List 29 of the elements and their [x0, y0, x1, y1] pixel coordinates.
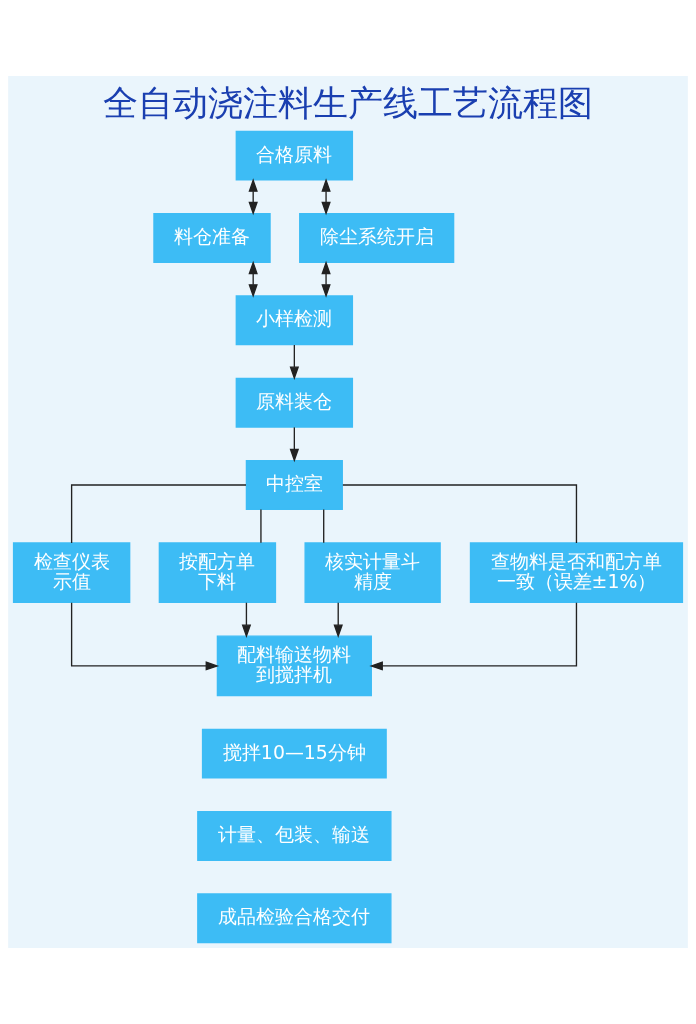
node-box: 搅拌10—15分钟: [201, 728, 387, 779]
diagram-title: 全自动浇注料生产线工艺流程图: [103, 81, 593, 123]
arrow: [248, 260, 258, 298]
node-box: 小样检测: [235, 295, 354, 346]
arrow: [289, 344, 300, 380]
arrow: [369, 602, 578, 671]
connector: [260, 508, 262, 544]
node-box: 除尘系统开启: [299, 213, 455, 263]
node-box: 核实计量斗精度: [304, 542, 441, 604]
arrow: [333, 602, 343, 638]
node-box: 配料输送物料到搅拌机: [216, 635, 372, 697]
node-box: 合格原料: [235, 130, 354, 181]
arrow: [321, 178, 331, 216]
connector: [70, 484, 247, 544]
arrow: [248, 178, 258, 216]
arrow: [70, 602, 220, 671]
arrow: [289, 426, 300, 463]
arrow: [321, 260, 331, 298]
node-box: 按配方单下料: [158, 542, 277, 604]
node-box: 中控室: [245, 460, 343, 510]
node-box: 成品检验合格交付: [197, 893, 392, 944]
node-box: 计量、包装、输送: [197, 811, 392, 861]
arrow: [241, 602, 252, 638]
node-box: 检查仪表示值: [12, 542, 131, 604]
connector: [323, 508, 325, 544]
connector: [342, 484, 578, 544]
node-box: 查物料是否和配方单一致（误差±1%）: [469, 542, 684, 604]
node-box: 料仓准备: [153, 213, 271, 263]
node-box: 原料装仓: [235, 377, 354, 428]
